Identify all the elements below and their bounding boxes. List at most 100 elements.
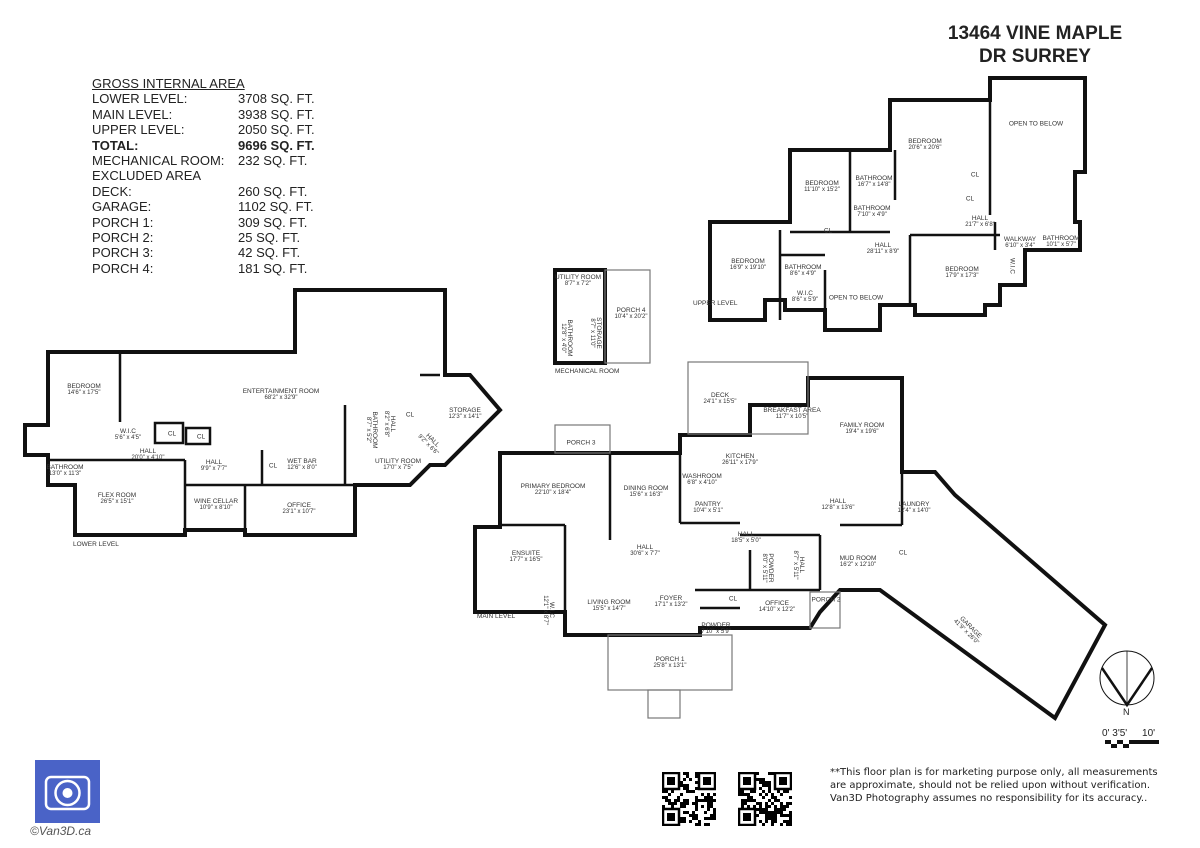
room-name: BATHROOM [566, 319, 573, 357]
room-dimensions: 25'8" x 13'1" [653, 663, 687, 669]
van3d-logo [35, 760, 100, 823]
qr-code-icon[interactable] [661, 771, 717, 827]
room-dimensions: 15'5" x 14'7" [592, 606, 626, 612]
room-name: FLEX ROOM [97, 492, 137, 499]
room-dimensions: 13'0" x 11'3" [48, 471, 82, 477]
room-name: LIVING ROOM [587, 599, 631, 606]
scale-tick: 3' [1112, 728, 1120, 739]
area-value: 309 SQ. FT. [238, 214, 308, 230]
area-value: 9696 SQ. FT. [238, 137, 315, 153]
room-dimensions: 16'7" x 14'8" [857, 182, 891, 188]
room-dimensions: 20'6" x 20'6" [908, 145, 942, 151]
area-row: EXCLUDED AREA [92, 168, 315, 183]
area-label: PORCH 3: [92, 245, 154, 261]
room-dimensions: 12'8" x 13'6" [821, 505, 855, 511]
room-name: W.I.C [797, 290, 813, 297]
porch-4-outline [604, 269, 651, 364]
area-label: MECHANICAL ROOM: [92, 153, 225, 169]
area-row: PORCH 3: 42 SQ. FT. [92, 245, 315, 260]
room-name: ENSUITE [511, 550, 541, 557]
room-name: UTILITY ROOM [554, 274, 602, 281]
area-label: PORCH 1: [92, 214, 154, 230]
room-dimensions: 8'7" x 5'11" [792, 550, 798, 580]
room-dimensions: 17'0" x 7'5" [383, 465, 413, 471]
room-name: WET BAR [287, 458, 317, 465]
room-name: BEDROOM [945, 266, 979, 273]
room-dimensions: 17'1" x 13'2" [654, 602, 688, 608]
porch-1-stairs [647, 689, 681, 719]
address-line-1: 13464 VINE MAPLE [947, 23, 1123, 44]
room-dimensions: 9'9" x 7'7" [200, 466, 228, 472]
area-row: MECHANICAL ROOM:232 SQ. FT. [92, 153, 315, 168]
area-row: PORCH 4:181 SQ. FT. [92, 261, 315, 276]
room-name: HALL [737, 531, 755, 538]
room-name: HALL [971, 215, 989, 222]
area-label: TOTAL: [92, 137, 139, 153]
room-dimensions: 12'4" x 14'0" [897, 508, 931, 514]
room-name: OPEN TO BELOW [1008, 120, 1064, 128]
room-name: PANTRY [695, 501, 721, 508]
room-name: OFFICE [765, 600, 789, 607]
area-value: 3708 SQ. FT. [238, 91, 315, 107]
room-dimensions: 8'7" x 7'2" [564, 281, 592, 287]
qr-code-icon[interactable] [737, 771, 793, 827]
room-dimensions: 6'10" x 3'4" [1005, 243, 1035, 249]
room-label: CL [168, 431, 176, 438]
area-value: 42 SQ. FT. [238, 245, 301, 261]
room-name: W.I.C [1008, 258, 1016, 274]
room-dimensions: 7'10" x 5'9" [701, 629, 731, 635]
room-label: CL [197, 434, 205, 441]
scale-tick: 0' [1102, 728, 1110, 739]
room-name: KITCHEN [725, 453, 755, 460]
room-dimensions: 8'6" x 5'9" [791, 297, 819, 303]
room-name: ENTERTAINMENT ROOM [242, 388, 320, 395]
room-dimensions: 11'7" x 10'5" [775, 414, 809, 420]
upper-level-outline [708, 76, 1087, 332]
room-name: UTILITY ROOM [374, 458, 422, 465]
room-name: BATHROOM [855, 175, 893, 182]
room-dimensions: 12'1" x 8'7" [542, 595, 548, 625]
room-dimensions: 28'11" x 8'9" [866, 249, 900, 255]
room-label: CL [824, 228, 832, 235]
room-name: PORCH 1 [655, 656, 685, 663]
room-label: OPEN TO BELOW [829, 295, 883, 302]
area-row: PORCH 1: 309 SQ. FT. [92, 215, 315, 230]
room-dimensions: 21'7" x 6'8" [965, 222, 995, 228]
area-label: GARAGE: [92, 199, 152, 215]
room-dimensions: 8'0" x 5'11" [761, 553, 767, 583]
area-label: DECK: [92, 183, 132, 199]
room-name: POWDER [767, 553, 774, 583]
area-row: MAIN LEVEL:3938 SQ. FT. [92, 107, 315, 122]
compass-label: N [1123, 707, 1130, 717]
room-name: HALL [139, 448, 157, 455]
room-name: BEDROOM [805, 180, 839, 187]
north-compass-icon [1099, 650, 1155, 708]
room-dimensions: 8'6" x 4'9" [789, 271, 817, 277]
room-name: PORCH 3 [566, 439, 596, 447]
area-label: PORCH 2: [92, 230, 154, 246]
room-name: PRIMARY BEDROOM [520, 483, 586, 490]
